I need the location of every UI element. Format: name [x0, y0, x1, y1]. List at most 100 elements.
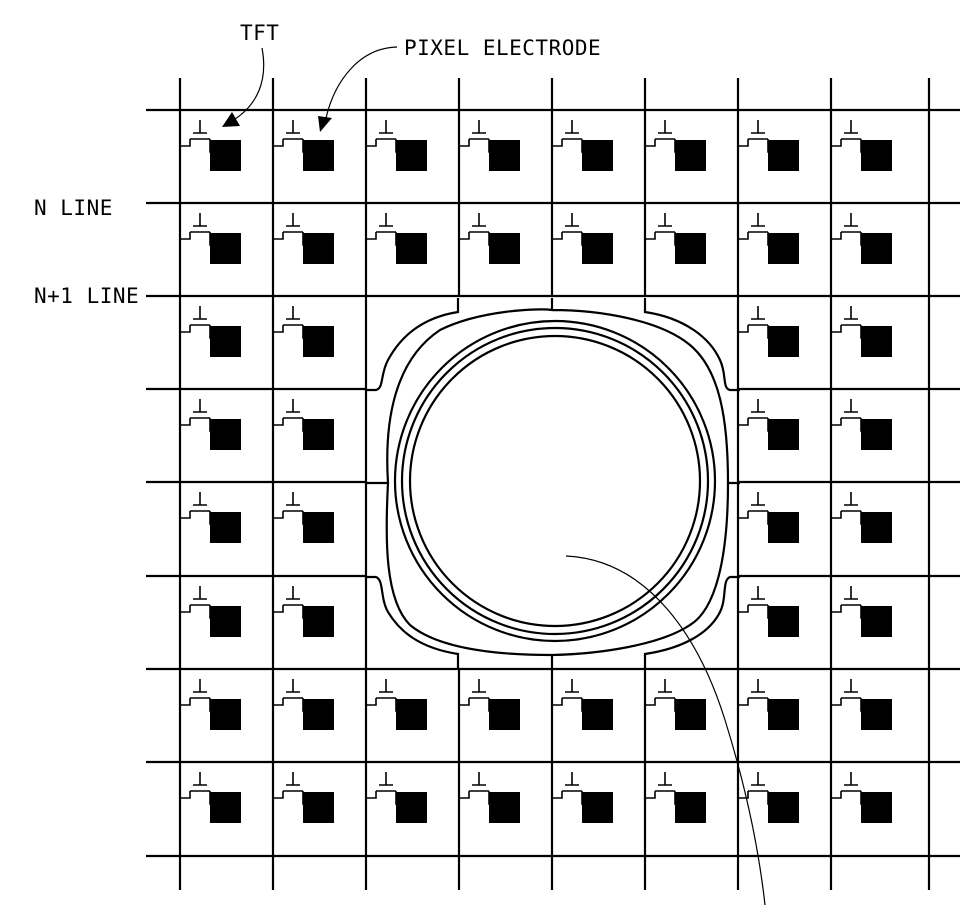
pixel-cell	[273, 306, 334, 357]
tft-symbol	[459, 120, 507, 153]
tft-symbol	[180, 120, 228, 153]
pixel-cell	[645, 213, 706, 264]
pixel-cell	[552, 772, 613, 823]
tft-symbol	[273, 679, 321, 712]
pixel-electrode	[303, 326, 334, 357]
tft-leader-arrow	[222, 112, 240, 127]
tft-symbol	[738, 772, 786, 805]
tft-symbol	[273, 306, 321, 339]
tft-symbol	[552, 679, 600, 712]
tft-symbol	[366, 213, 414, 246]
pixel-electrode	[489, 233, 520, 264]
pixel-electrode	[210, 419, 241, 450]
tft-symbol	[180, 679, 228, 712]
pixel-cell	[738, 120, 799, 171]
pixel-electrode	[861, 699, 892, 730]
hole-leader-line	[565, 555, 766, 906]
pixel-electrode	[303, 140, 334, 171]
pixel-electrode-leader-line	[325, 46, 398, 119]
tft-symbol	[273, 772, 321, 805]
pixel-cell	[180, 213, 241, 264]
tft-symbol	[831, 120, 879, 153]
pixel-cell	[831, 586, 892, 637]
pixel-electrode	[303, 792, 334, 823]
pixel-cell	[273, 492, 334, 543]
pixel-cell	[831, 679, 892, 730]
tft-symbol	[738, 120, 786, 153]
pixel-cell	[273, 120, 334, 171]
pixel-electrode	[675, 699, 706, 730]
pixel-electrode	[861, 233, 892, 264]
pixel-cell	[273, 679, 334, 730]
pixel-cell	[645, 679, 706, 730]
pixel-electrode	[489, 699, 520, 730]
pixel-cell	[273, 772, 334, 823]
pixel-electrode	[303, 606, 334, 637]
pixel-electrode-label: PIXEL ELECTRODE	[404, 36, 601, 60]
tft-symbol	[273, 586, 321, 619]
pixel-cell	[180, 399, 241, 450]
pixel-cell	[459, 679, 520, 730]
pixel-electrode	[303, 233, 334, 264]
pixel-cell	[738, 586, 799, 637]
pixel-array	[180, 120, 892, 823]
n-line-label: N LINE	[34, 196, 113, 220]
pixel-electrode	[489, 792, 520, 823]
pixel-electrode	[210, 326, 241, 357]
pixel-cell	[831, 772, 892, 823]
pixel-cell	[552, 679, 613, 730]
pixel-cell	[831, 120, 892, 171]
pixel-electrode	[675, 233, 706, 264]
pixel-electrode	[303, 419, 334, 450]
pixel-electrode	[210, 233, 241, 264]
pixel-cell	[459, 772, 520, 823]
pixel-electrode	[396, 233, 427, 264]
hole-circle	[408, 334, 702, 628]
tft-symbol	[273, 213, 321, 246]
tft-symbol	[180, 586, 228, 619]
pixel-electrode	[768, 512, 799, 543]
tft-symbol	[645, 213, 693, 246]
tft-symbol	[645, 679, 693, 712]
pixel-cell	[180, 586, 241, 637]
tft-leader-line	[231, 47, 265, 122]
tft-symbol	[459, 772, 507, 805]
tft-symbol	[273, 492, 321, 525]
pixel-electrode	[210, 699, 241, 730]
pixel-cell	[180, 772, 241, 823]
tft-symbol	[831, 492, 879, 525]
pixel-electrode	[861, 606, 892, 637]
pixel-cell	[831, 213, 892, 264]
pixel-electrode	[210, 140, 241, 171]
tft-symbol	[180, 306, 228, 339]
tft-symbol	[459, 213, 507, 246]
pixel-cell	[366, 120, 427, 171]
pixel-cell	[738, 679, 799, 730]
pixel-cell	[738, 772, 799, 823]
pixel-electrode	[210, 606, 241, 637]
hole-ring-middle	[400, 326, 710, 636]
tft-symbol	[180, 399, 228, 432]
pixel-electrode	[396, 140, 427, 171]
tft-symbol	[738, 399, 786, 432]
tft-symbol	[180, 492, 228, 525]
pixel-cell	[552, 213, 613, 264]
pixel-cell	[831, 306, 892, 357]
pixel-electrode	[768, 792, 799, 823]
pixel-cell	[645, 772, 706, 823]
pixel-electrode	[396, 792, 427, 823]
tft-symbol	[831, 772, 879, 805]
pixel-cell	[738, 399, 799, 450]
tft-label: TFT	[240, 21, 279, 45]
pixel-electrode	[861, 140, 892, 171]
pixel-cell	[738, 306, 799, 357]
pixel-cell	[552, 120, 613, 171]
tft-symbol	[738, 306, 786, 339]
pixel-electrode	[861, 792, 892, 823]
tft-symbol	[366, 120, 414, 153]
pixel-electrode	[768, 606, 799, 637]
pixel-electrode	[768, 233, 799, 264]
tft-symbol	[738, 679, 786, 712]
hole-inner-boundary	[365, 298, 740, 668]
